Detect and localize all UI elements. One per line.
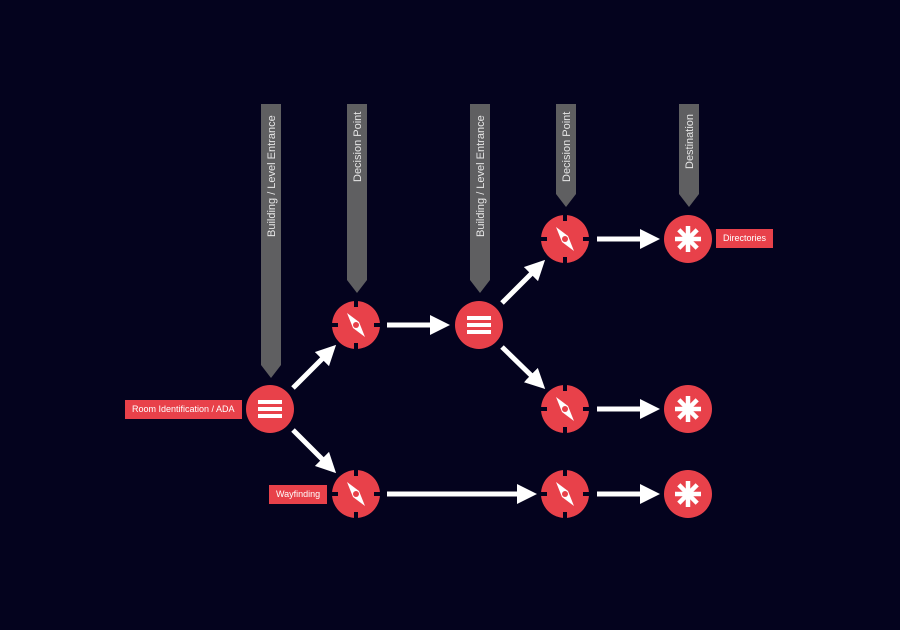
arrow-building-to-decision-top xyxy=(500,259,546,305)
bar-building-entrance-2: Building / Level Entrance xyxy=(470,104,490,293)
arrow-room-to-decision-lower xyxy=(291,428,337,474)
asterisk-icon xyxy=(675,481,701,507)
node-decision-right-bottom xyxy=(541,470,589,518)
bar-decision-point-1: Decision Point xyxy=(347,104,367,293)
node-decision-right-mid xyxy=(541,385,589,433)
menu-icon xyxy=(467,316,491,334)
bar-label: Building / Level Entrance xyxy=(266,115,278,237)
node-decision-right-top xyxy=(541,215,589,263)
bar-label: Decision Point xyxy=(352,112,364,182)
bar-decision-point-2: Decision Point xyxy=(556,104,576,207)
bar-destination: Destination xyxy=(679,104,699,207)
node-destination-bottom xyxy=(664,470,712,518)
tag-directories: Directories xyxy=(716,229,774,248)
asterisk-icon xyxy=(675,396,701,422)
node-destination-mid xyxy=(664,385,712,433)
bar-label: Destination xyxy=(684,114,696,169)
node-decision-upper xyxy=(332,301,380,349)
asterisk-icon xyxy=(675,226,701,252)
node-decision-lower xyxy=(332,470,380,518)
bar-label: Building / Level Entrance xyxy=(475,115,487,237)
arrow-room-to-decision-upper xyxy=(291,344,337,390)
menu-icon xyxy=(258,400,282,418)
node-destination-top xyxy=(664,215,712,263)
node-room-identification xyxy=(246,385,294,433)
arrow-building-to-decision-mid xyxy=(500,345,546,389)
arrows xyxy=(291,229,660,504)
node-building-entrance-2 xyxy=(455,301,503,349)
tag-wayfinding: Wayfinding xyxy=(269,485,328,504)
tag-room-identification: Room Identification / ADA xyxy=(125,400,242,419)
bar-label: Decision Point xyxy=(561,112,573,182)
bar-building-entrance-1: Building / Level Entrance xyxy=(261,104,281,378)
